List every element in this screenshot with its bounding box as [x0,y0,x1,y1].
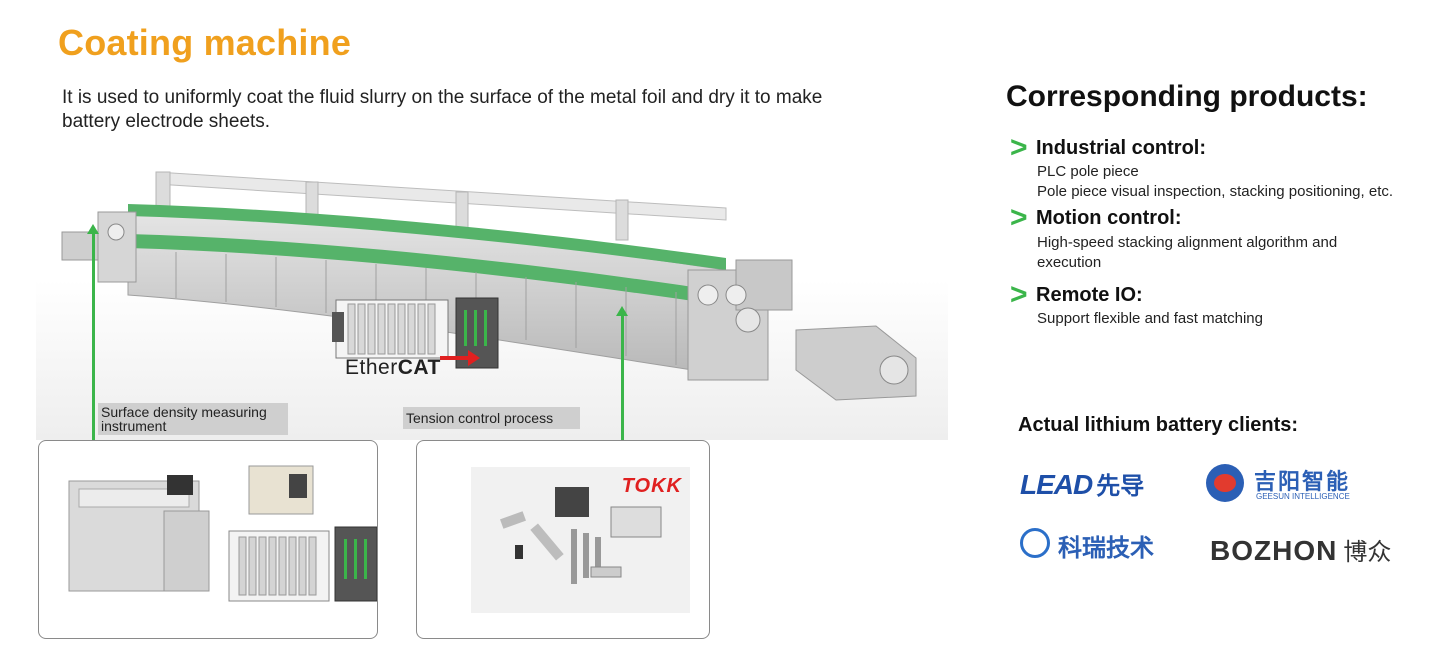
bozhon-logo-cn: 博众 [1343,539,1392,566]
bozhon-logo-en: BOZHON [1210,535,1338,566]
category-line: execution [1037,254,1102,271]
geesun-logo-cn: 吉阳智能 [1254,469,1351,494]
ethercat-prefix: Ether [345,356,398,379]
lead-logo-cn: 先导 [1096,473,1145,500]
geesun-logo-en: GEESUN INTELLIGENCE [1256,492,1350,501]
category-line: Support flexible and fast matching [1037,310,1263,327]
callout-surface-density: Surface density measuring instrument [98,403,288,435]
chevron-right-icon: > [1010,278,1028,311]
callout-tension-control: Tension control process [403,407,580,429]
category-line: High-speed stacking alignment algorithm … [1037,234,1338,251]
ethercat-suffix: CAT [397,356,441,379]
chevron-right-icon: > [1010,201,1028,234]
tokk-products-image: TOKK [471,467,690,613]
geesun-logo: 吉阳智能 GEESUN INTELLIGENCE [1206,462,1366,506]
kerui-emblem-icon [1020,528,1050,558]
ethercat-logo: EtherCAT [345,356,441,380]
surface-density-product-box [38,440,378,639]
connector-line-right [621,314,624,442]
clients-title: Actual lithium battery clients: [1018,414,1299,436]
products-title: Corresponding products: [1006,80,1368,113]
arrow-up-icon [616,306,628,316]
connector-line-left [92,232,95,442]
chevron-right-icon: > [1010,131,1028,164]
coating-machine-illustration [36,171,948,440]
category-label: Remote IO: [1036,284,1143,306]
geesun-emblem-icon [1206,464,1244,502]
category-label: Industrial control: [1036,137,1206,159]
page-description: It is used to uniformly coat the fluid s… [62,87,823,132]
measuring-equipment-illustration [68,465,378,602]
lead-logo-en: LEAD [1020,469,1093,500]
tension-components-illustration [500,487,662,584]
tokk-logo: TOKK [621,475,682,497]
category-label: Motion control: [1036,207,1182,229]
category-line: Pole piece visual inspection, stacking p… [1037,183,1394,200]
kerui-logo-cn: 科瑞技术 [1058,535,1154,562]
tension-control-product-box: TOKK [416,440,710,639]
page-title: Coating machine [58,22,352,63]
arrow-up-icon [87,224,99,234]
category-line: PLC pole piece [1037,163,1139,180]
